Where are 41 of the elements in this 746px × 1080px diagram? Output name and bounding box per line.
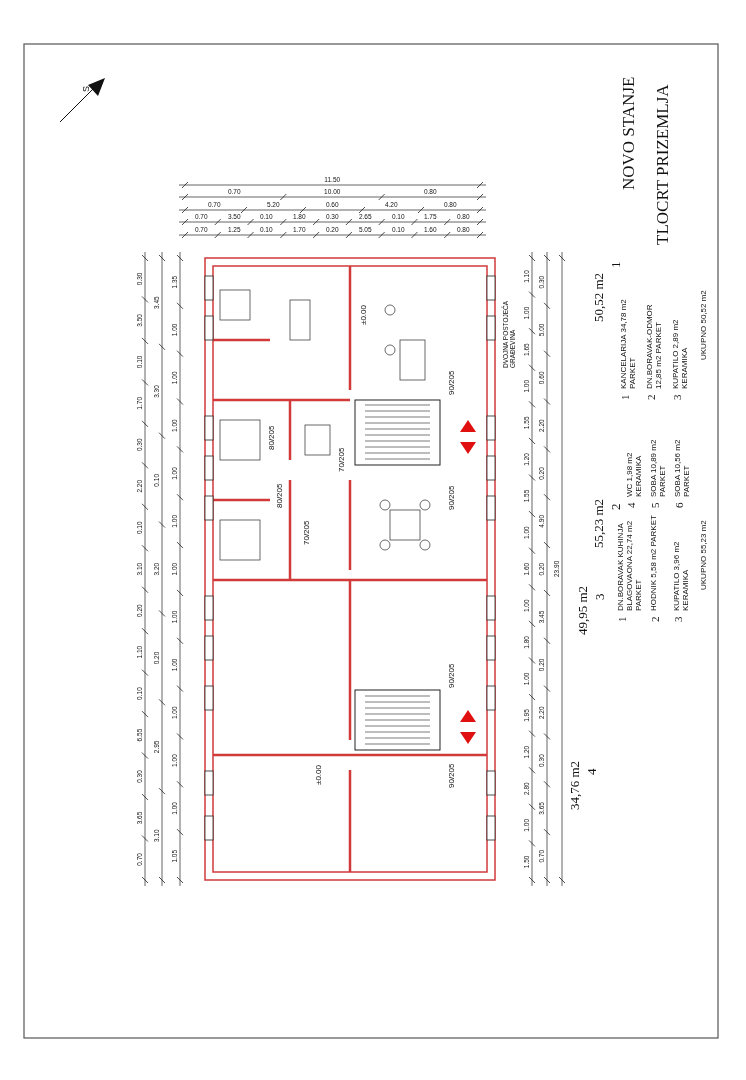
room-number: 3 [673,616,684,622]
room-legend-text: HODNIK 5,58 m2 PARKET [650,514,659,611]
room-legend-text: DN.BORAVAK KUHINJA BLAGOVAONA 22,74 m2 PARKET [617,519,644,611]
area-label: 49,95 m2 [576,585,589,635]
room-number: 1 [620,394,631,400]
room-total: UKUPNO 50,52 m2 [700,290,708,360]
room-legend-text: KUPATILO 2,89 m2 KERAMIKA [672,318,690,389]
door-label: 90/205 [448,663,456,688]
room-legend-text: DN.BORAVAK-ODMOR 12,85 m2 PARKET [646,303,664,389]
subtitle-text: TLOCRT PRIZEMLJA [654,84,671,245]
door-label: 80/205 [276,483,284,508]
compass-letter: S [82,86,91,92]
door-label: 70/205 [303,520,311,545]
room-legend-text: SOBA 10,56 m2 PARKET [674,438,692,497]
door-label: 90/205 [448,763,456,788]
unit-number: 4 [585,768,598,775]
area-label: 50,52 m2 [592,272,605,322]
room-number: 3 [672,394,683,400]
area-label: 34,76 m2 [568,760,581,810]
room-legend-text: KUPATILO 3,96 m2 KERAMIKA [673,540,691,611]
room-number: 1 [617,616,628,622]
room-legend-text: WC 1,98 m2 KERAMIKA [626,451,644,497]
room-number: 2 [650,616,661,622]
unit-number: 2 [609,503,622,510]
room-number: 5 [650,502,661,508]
unit-number: 3 [593,593,606,600]
room-legend-text: KANCELARIJA 34,78 m2 PARKET [620,298,638,389]
door-label: 90/205 [448,370,456,395]
room-number: 6 [674,502,685,508]
title-text: NOVO STANJE [620,76,637,190]
area-label: 55,23 m2 [592,498,605,548]
room-legend-text: SOBA 10,89 m2 PARKET [650,438,668,497]
room-total: UKUPNO 55,23 m2 [700,520,708,590]
door-label: 90/205 [448,485,456,510]
room-number: 4 [626,502,637,508]
level-mark: ±0.00 [360,305,368,325]
level-mark: ±0.00 [315,765,323,785]
door-label: 70/205 [338,447,346,472]
door-label: 80/205 [268,425,276,450]
unit-number: 1 [609,261,622,268]
room-number: 2 [646,394,657,400]
